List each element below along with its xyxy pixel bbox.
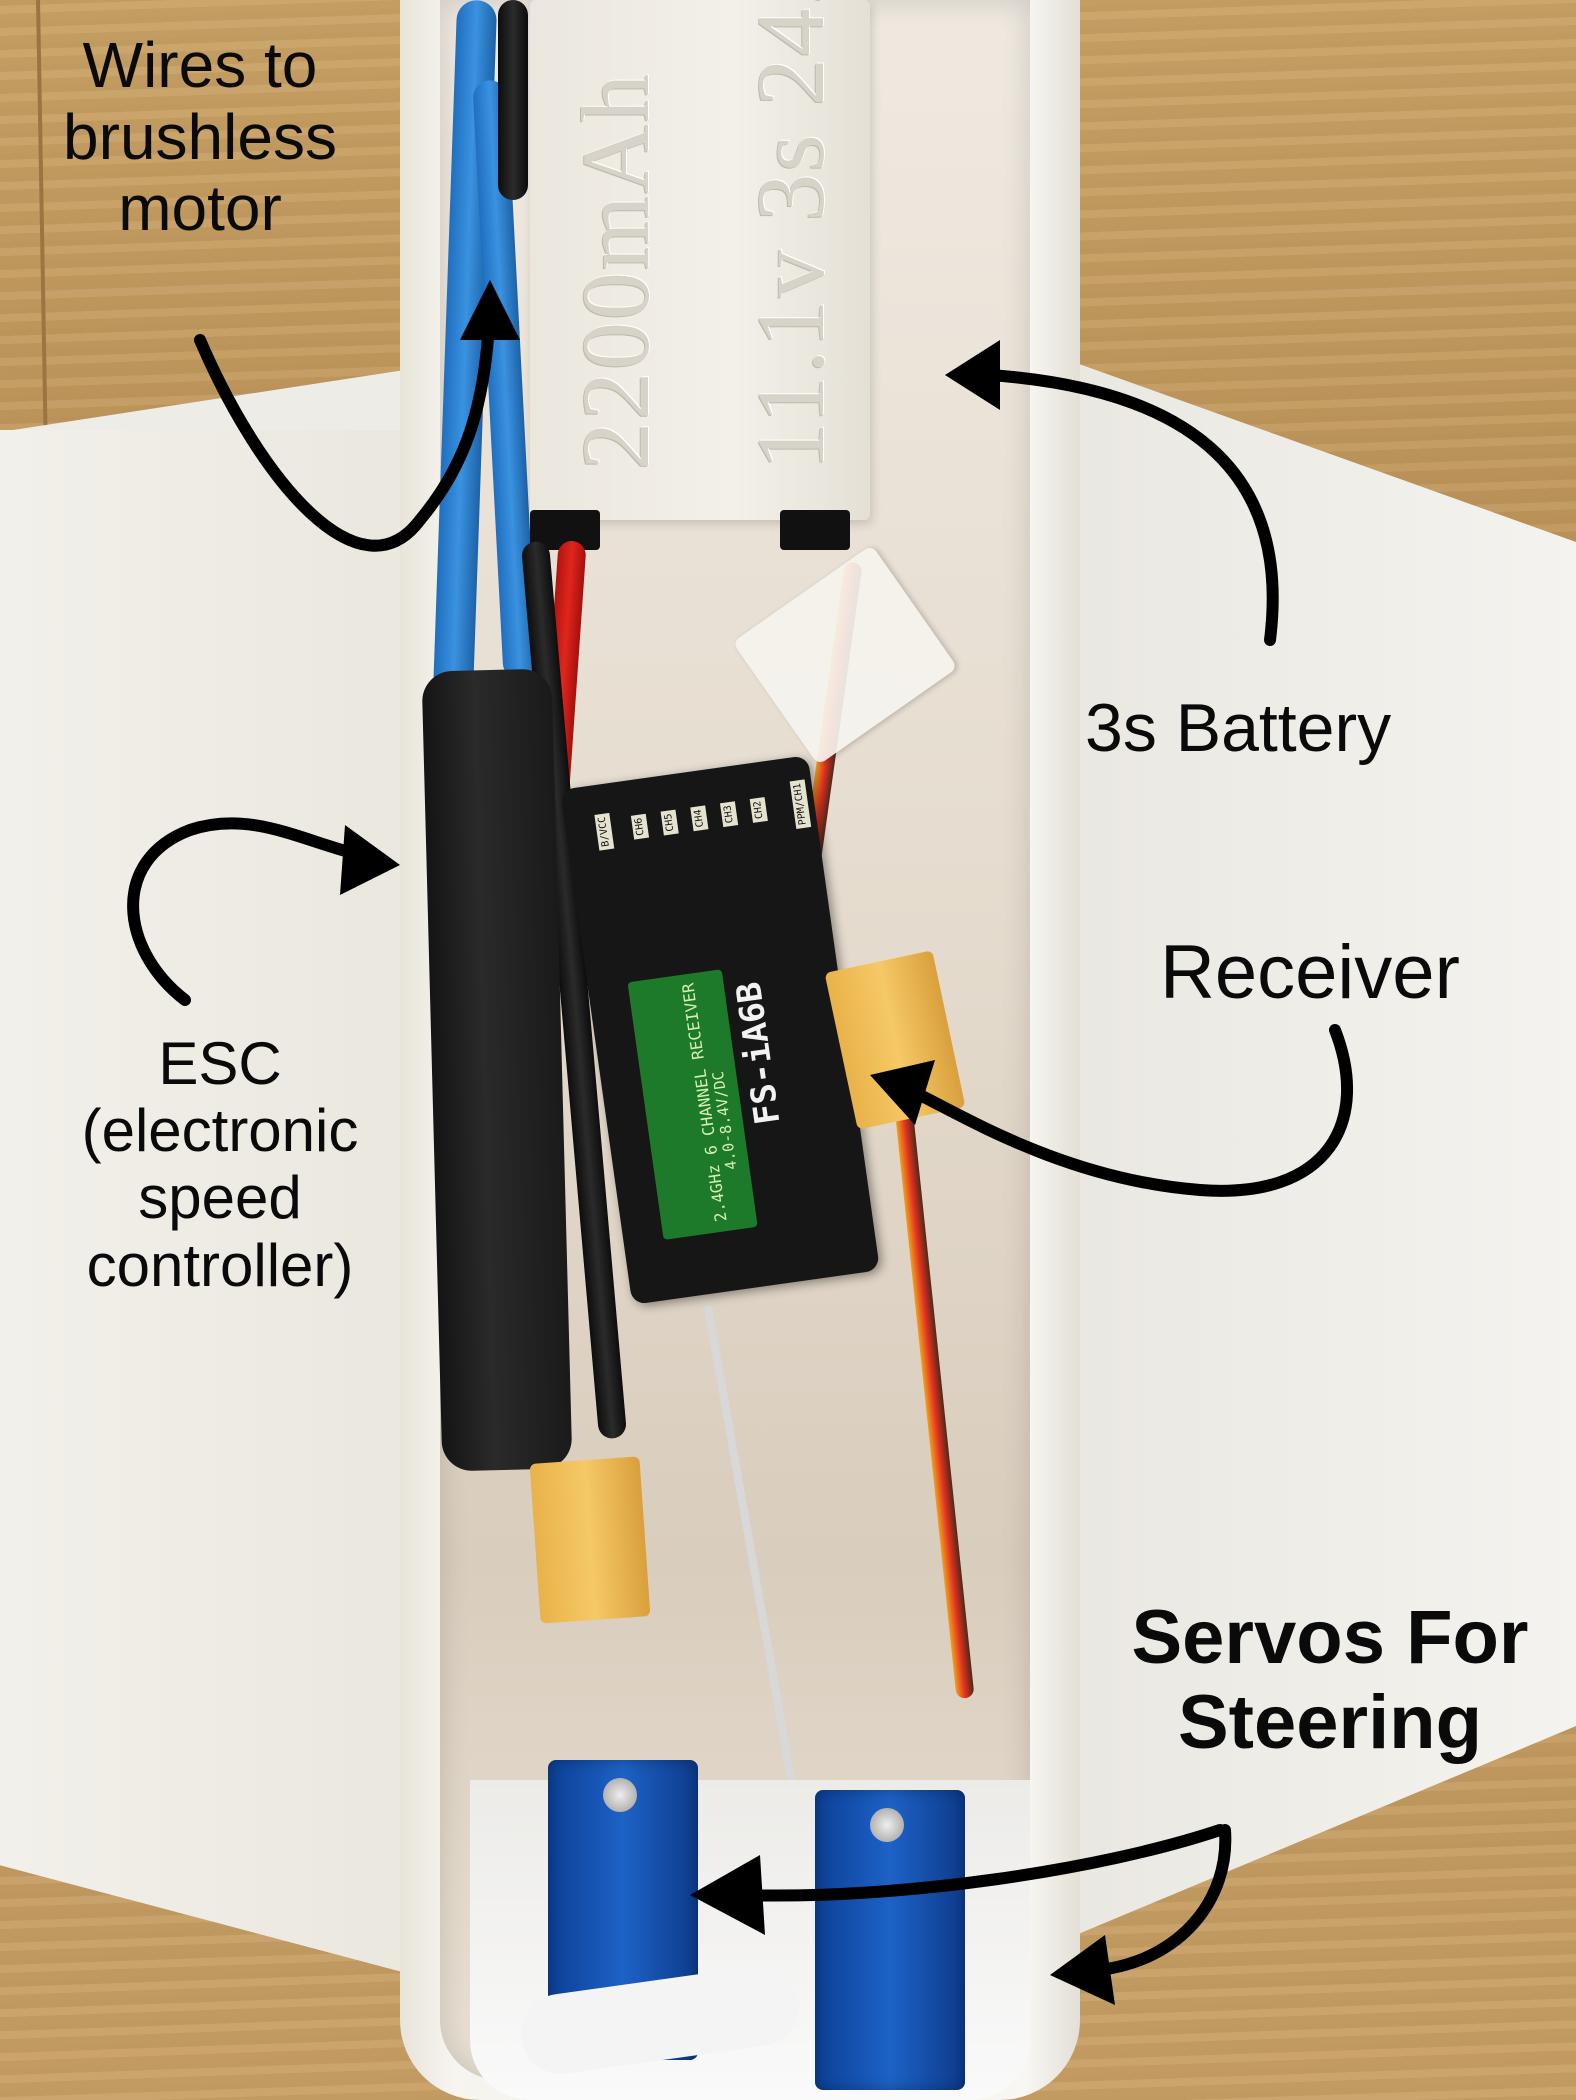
label-line: controller): [86, 1231, 354, 1299]
pin-label: CH3: [720, 801, 739, 828]
battery-voltage-marking: 11.1v 3s 24.4: [737, 0, 844, 470]
heat-shrink-black: [498, 0, 528, 200]
lipo-battery: [530, 0, 870, 520]
label-line: (electronic: [81, 1097, 359, 1165]
pin-label: PPM/CH1: [790, 779, 812, 829]
label-line: Steering: [1177, 1680, 1483, 1766]
servo-screw-icon: [870, 1808, 904, 1842]
xt60-connector-lower: [529, 1456, 651, 1624]
left-wing: [0, 430, 470, 1990]
battery-capacity-marking: 2200mAh: [562, 72, 669, 470]
receiver-pin-labels: B/VCC CH6 CH5 CH4 CH3 CH2 PPM/CH1: [585, 779, 825, 851]
label-servos: Servos For Steering: [1090, 1595, 1570, 1765]
label-wires-to-motor: Wires to brushless motor: [0, 29, 400, 245]
label-receiver: Receiver: [1160, 930, 1460, 1015]
servo-right: [815, 1790, 965, 2090]
label-line: speed: [138, 1164, 302, 1232]
servo-screw-icon: [603, 1778, 637, 1812]
label-line: ESC: [158, 1030, 282, 1097]
pin-label: CH6: [630, 813, 650, 840]
label-battery: 3s Battery: [1085, 690, 1392, 766]
label-line: brushless: [63, 100, 337, 173]
label-line: Servos For: [1131, 1595, 1529, 1680]
pin-label: CH5: [660, 809, 679, 836]
label-line: Wires to: [82, 29, 318, 101]
label-esc: ESC (electronic speed controller): [20, 1030, 420, 1299]
esc-body: [421, 668, 573, 1472]
pin-label: CH4: [690, 805, 709, 832]
pin-label: CH2: [750, 796, 769, 823]
pin-label: B/VCC: [594, 812, 615, 851]
label-line: motor: [118, 172, 282, 245]
battery-lead-right: [780, 510, 850, 550]
